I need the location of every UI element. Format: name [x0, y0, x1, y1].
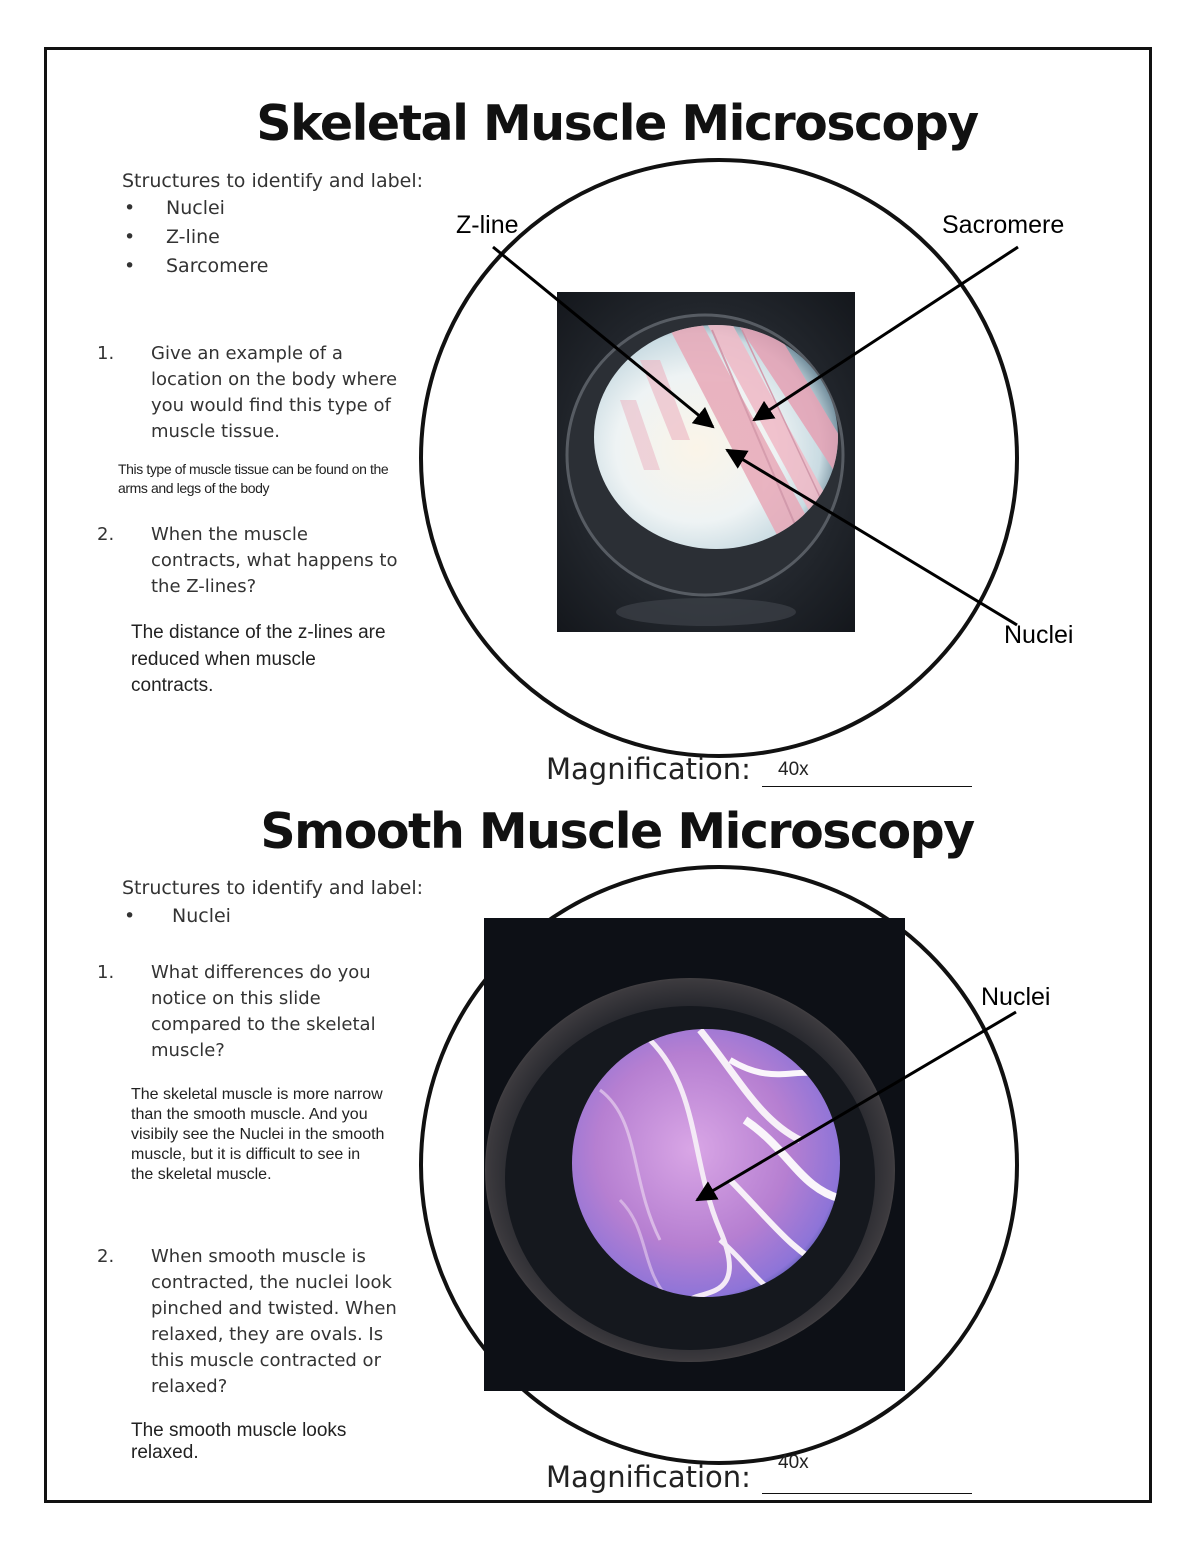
smooth-micrograph [484, 918, 905, 1391]
list-item: Sarcomere [122, 252, 268, 281]
nuclei-arrow [725, 448, 1018, 627]
smooth-answer-2: The smooth muscle looks relaxed. [131, 1420, 347, 1463]
smooth-structures-list: Nuclei [122, 902, 231, 931]
skeletal-answer-1: This type of muscle tissue can be found … [118, 461, 389, 496]
skeletal-view-circle [419, 158, 1019, 758]
smooth-magnification-value: 40x [778, 1452, 809, 1473]
list-item: Nuclei [122, 902, 231, 931]
question-number: 2. [97, 524, 115, 545]
zline-label: Z-line [456, 211, 519, 239]
smooth-nuclei-arrow [695, 1010, 1017, 1202]
question-text: Give an example of a location on the bod… [151, 343, 398, 442]
skeletal-magnification-blank [762, 786, 972, 787]
smooth-structures-heading: Structures to identify and label: [122, 877, 424, 899]
skeletal-magnification-value: 40x [778, 759, 809, 780]
skeletal-structures-heading: Structures to identify and label: [122, 170, 424, 192]
skeletal-magnification-label: Magnification: [546, 752, 751, 786]
question-text: What differences do you notice on this s… [151, 962, 376, 1061]
question-number: 2. [97, 1246, 115, 1267]
smooth-title: Smooth Muscle Microscopy [260, 803, 975, 860]
question-number: 1. [97, 962, 115, 983]
skeletal-answer-2: The distance of the z-lines are reduced … [131, 622, 386, 696]
question-number: 1. [97, 343, 115, 364]
zline-arrow [492, 245, 715, 429]
question-text: When the muscle contracts, what happens … [151, 524, 398, 597]
skeletal-title: Skeletal Muscle Microscopy [256, 95, 979, 152]
smooth-answer-1: The skeletal muscle is more narrow than … [131, 1086, 385, 1183]
skeletal-micrograph [557, 292, 855, 632]
sarcomere-arrow [752, 245, 1019, 422]
skeletal-structures-list: Nuclei Z-line Sarcomere [122, 194, 268, 281]
worksheet-border [44, 47, 1152, 1503]
list-item: Z-line [122, 223, 268, 252]
nuclei-label: Nuclei [1004, 621, 1074, 649]
smooth-magnification-blank [762, 1493, 972, 1494]
sarcomere-label: Sacromere [942, 211, 1065, 239]
smooth-view-circle [419, 865, 1019, 1465]
list-item: Nuclei [122, 194, 268, 223]
smooth-nuclei-label: Nuclei [981, 983, 1051, 1011]
question-text: When smooth muscle is contracted, the nu… [151, 1246, 397, 1397]
smooth-magnification-label: Magnification: [546, 1460, 751, 1494]
